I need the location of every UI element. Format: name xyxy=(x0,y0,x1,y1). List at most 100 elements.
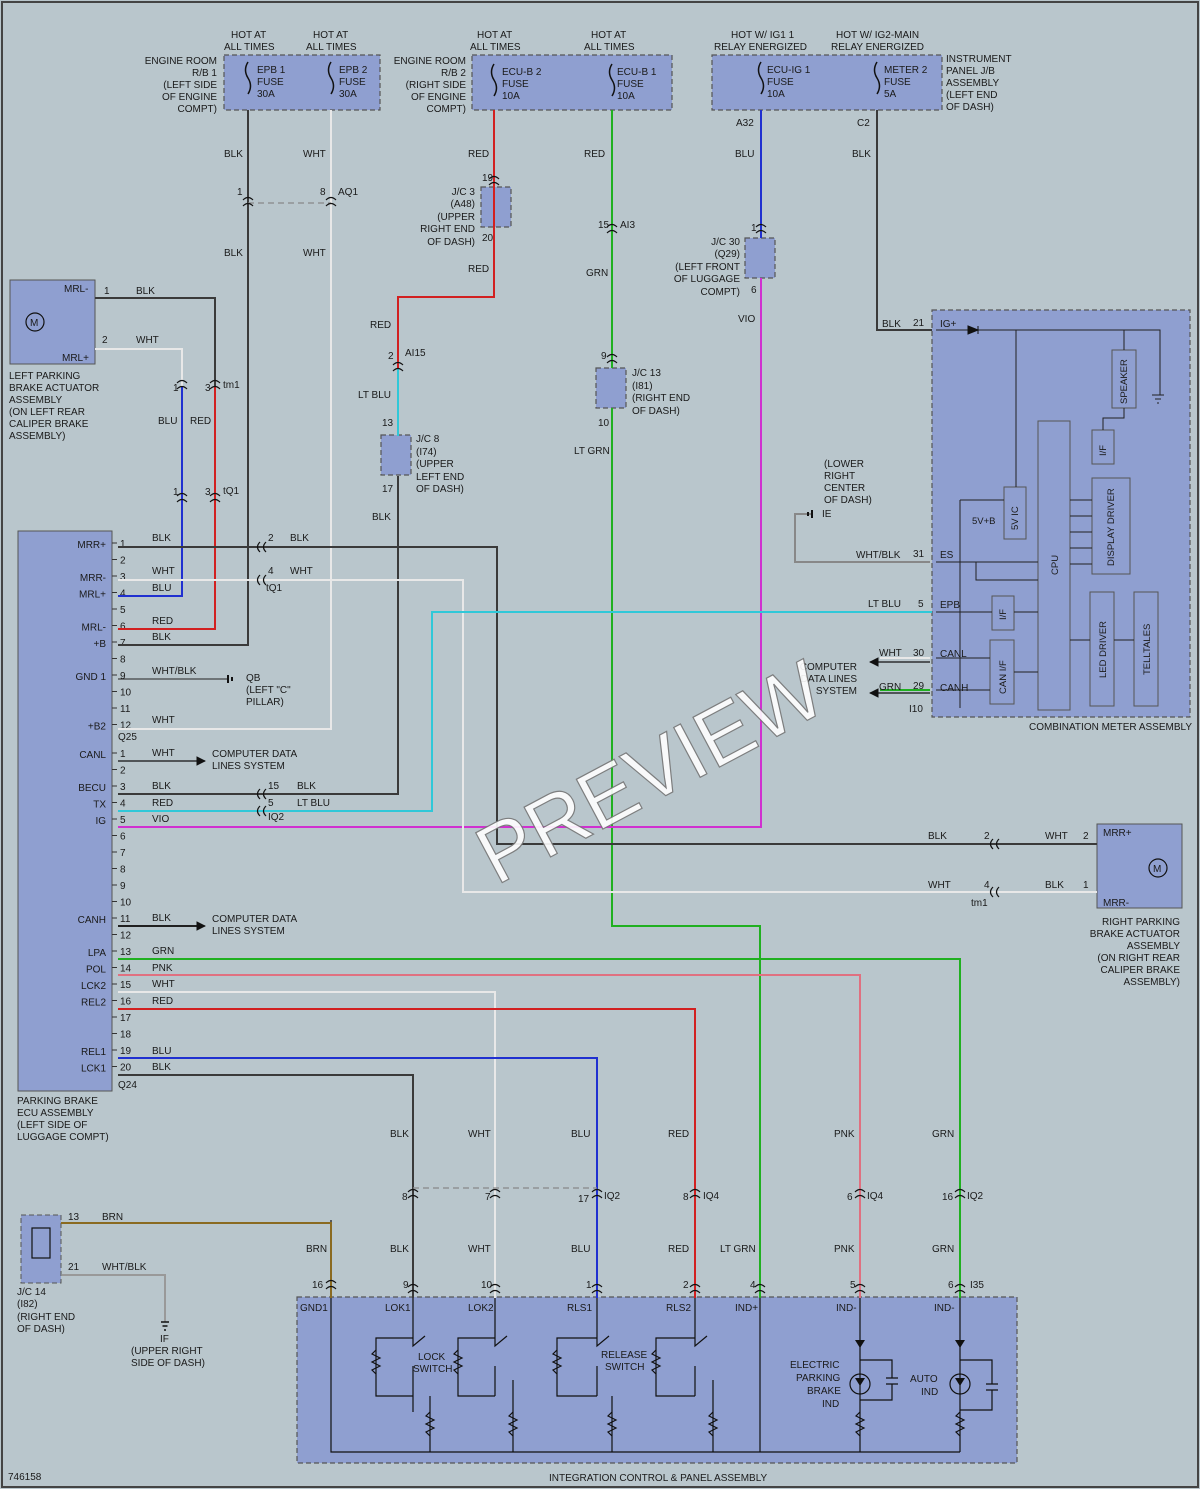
svg-text:1: 1 xyxy=(586,1280,592,1291)
svg-text:OF DASH): OF DASH) xyxy=(946,102,994,113)
svg-text:CENTER: CENTER xyxy=(824,483,865,494)
svg-text:AUTO: AUTO xyxy=(910,1374,938,1385)
wire-label: 8 xyxy=(402,1192,408,1203)
svg-text:OF DASH): OF DASH) xyxy=(824,495,872,506)
svg-text:30A: 30A xyxy=(257,89,275,100)
svg-text:COMPUTER DATA: COMPUTER DATA xyxy=(212,749,298,760)
right-parking-brake-actuator xyxy=(1096,823,1183,909)
svg-text:ASSEMBLY): ASSEMBLY) xyxy=(1124,977,1181,988)
wire-label: BLK xyxy=(290,533,309,544)
wire-ig-vio xyxy=(118,278,762,828)
svg-text:FUSE: FUSE xyxy=(617,79,644,90)
fuse-symbols xyxy=(244,61,881,97)
svg-text:HOT AT: HOT AT xyxy=(477,30,512,41)
ecu-pin-label: BECU xyxy=(78,783,106,794)
svg-text:PILLAR): PILLAR) xyxy=(246,697,284,708)
wire-label: PNK xyxy=(152,963,173,974)
wire-label: 6 xyxy=(847,1192,853,1203)
wire-label: 20 xyxy=(482,233,494,244)
svg-text:IND-: IND- xyxy=(836,1303,857,1314)
wire-label: 5 xyxy=(268,798,274,809)
svg-text:INSTRUMENT: INSTRUMENT xyxy=(946,54,1012,65)
ecu-q24-pin-20: 20 xyxy=(120,1063,132,1074)
svg-text:MRR+: MRR+ xyxy=(1103,828,1132,839)
svg-text:BRAKE: BRAKE xyxy=(807,1386,841,1397)
if-block-2 xyxy=(991,595,1015,631)
svg-text:HOT AT: HOT AT xyxy=(231,30,266,41)
wire-label: 6 xyxy=(751,285,757,296)
wire-gnd1-brn xyxy=(61,1222,332,1298)
wire-becu-blk xyxy=(118,476,399,795)
wire-label: BLK xyxy=(152,1062,171,1073)
svg-text:IND+: IND+ xyxy=(735,1303,758,1314)
wire-mrl-minus-red xyxy=(118,386,216,630)
svg-text:IE: IE xyxy=(822,509,832,520)
svg-text:(UPPER: (UPPER xyxy=(437,212,475,223)
svg-text:TELLTALES: TELLTALES xyxy=(1142,624,1153,675)
svg-text:I35: I35 xyxy=(970,1280,984,1291)
wire-label: WHT xyxy=(468,1129,491,1140)
svg-text:FUSE: FUSE xyxy=(767,77,794,88)
wire-label: VIO xyxy=(738,314,755,325)
svg-text:OF ENGINE: OF ENGINE xyxy=(411,92,466,103)
wire-label: 2 xyxy=(1083,831,1089,842)
svg-text:(I81): (I81) xyxy=(632,381,653,392)
meter-diode-icon xyxy=(967,325,980,335)
wire-label: WHT/BLK xyxy=(856,550,901,561)
wire-label: BLK xyxy=(390,1129,409,1140)
svg-text:J/C 3: J/C 3 xyxy=(452,187,476,198)
svg-text:HOT W/ IG2-MAIN: HOT W/ IG2-MAIN xyxy=(836,30,919,41)
wire-mrl-minus-blk xyxy=(95,297,216,386)
wire-label: WHT xyxy=(152,979,175,990)
wire-label: RED xyxy=(152,616,173,627)
wire-label: 15 xyxy=(268,781,280,792)
wire-label: WHT xyxy=(303,149,326,160)
svg-text:CPU: CPU xyxy=(1050,555,1061,575)
wire-label: BLK xyxy=(372,512,391,523)
svg-text:ECU-B 2: ECU-B 2 xyxy=(502,67,542,78)
ecu-q24-pins: 1CANL23BECU4TX5IG67891011CANH1213LPA14PO… xyxy=(78,749,132,1075)
wire-ltgrn-ind xyxy=(611,408,761,1298)
svg-text:HOT AT: HOT AT xyxy=(591,30,626,41)
svg-text:5V+B: 5V+B xyxy=(972,516,996,527)
wire-label: 1 xyxy=(237,187,243,198)
wire-label: BLK xyxy=(224,149,243,160)
ecu-pin-label: LCK1 xyxy=(81,1064,106,1075)
ecu-pin-label: MRL- xyxy=(82,623,106,634)
wire-label: VIO xyxy=(152,814,169,825)
svg-text:5V IC: 5V IC xyxy=(1010,506,1021,530)
svg-text:HOT AT: HOT AT xyxy=(313,30,348,41)
svg-text:IG+: IG+ xyxy=(940,319,957,330)
svg-text:SYSTEM: SYSTEM xyxy=(816,686,857,697)
left-motor-m: M xyxy=(30,318,38,329)
left-motor-icon xyxy=(25,312,45,332)
ground-qb: QB(LEFT "C"PILLAR) xyxy=(118,673,291,708)
wire-label: BLK xyxy=(152,533,171,544)
svg-text:M: M xyxy=(1153,864,1161,875)
wire-label: WHT xyxy=(152,748,175,759)
ecu-pin-label: TX xyxy=(93,800,106,811)
wire-label: BLU xyxy=(152,583,171,594)
wire-label: RED xyxy=(370,320,391,331)
wires xyxy=(61,110,1097,1298)
wire-label: 1 xyxy=(1083,880,1089,891)
svg-text:(LEFT "C": (LEFT "C" xyxy=(246,685,291,696)
wire-label: WHT xyxy=(290,566,313,577)
ecu-pin-label: LCK2 xyxy=(81,981,106,992)
svg-text:(I82): (I82) xyxy=(17,1299,38,1310)
svg-text:LEFT END: LEFT END xyxy=(416,472,464,483)
wire-label: BLK xyxy=(152,632,171,643)
wire-label: tm1 xyxy=(971,898,988,909)
svg-text:6: 6 xyxy=(948,1280,954,1291)
svg-text:LED DRIVER: LED DRIVER xyxy=(1098,621,1109,678)
ecu-q24-pin-1: 1 xyxy=(120,749,126,760)
svg-text:2: 2 xyxy=(683,1280,689,1291)
wire-label: BLK xyxy=(390,1244,409,1255)
